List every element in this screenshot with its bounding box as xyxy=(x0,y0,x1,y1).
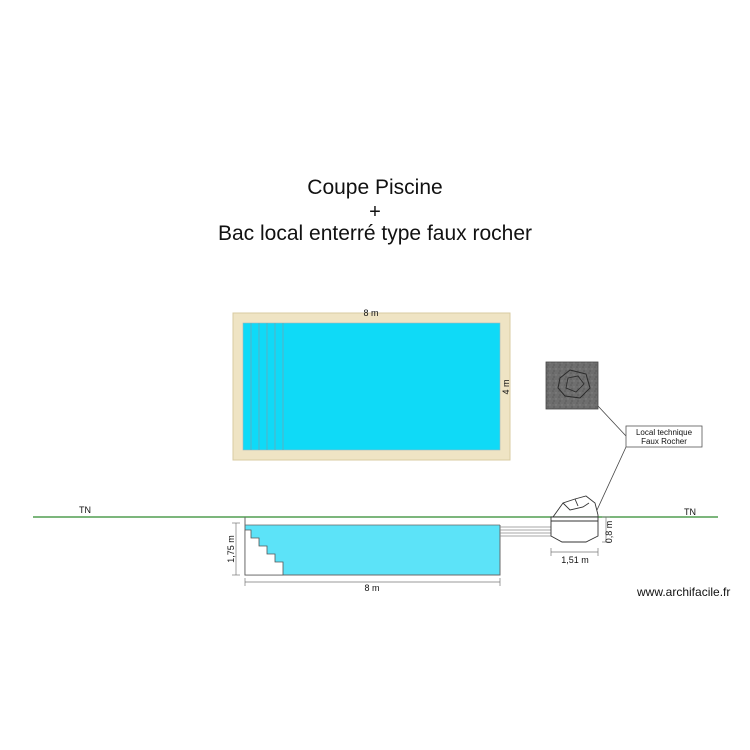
callout-line-2: Faux Rocher xyxy=(641,437,687,446)
room-width-label: 1,51 m xyxy=(561,555,589,565)
watermark: www.archifacile.fr xyxy=(637,585,731,599)
dimension-room-width xyxy=(550,548,599,556)
pool-section-water xyxy=(245,525,500,575)
title-plus: + xyxy=(369,201,381,223)
technical-room-callout: Local technique Faux Rocher xyxy=(625,425,703,448)
plan-width-label: 4 m xyxy=(501,379,511,394)
ground-label-left: TN xyxy=(79,505,91,515)
pool-water-plan xyxy=(242,322,501,451)
dimension-length xyxy=(244,578,501,586)
pool-plan-view: 8 m 4 m xyxy=(232,308,511,461)
section-length-label: 8 m xyxy=(364,583,379,593)
callout-line-1: Local technique xyxy=(636,428,693,437)
depth-label: 1,75 m xyxy=(226,535,236,563)
plan-length-label: 8 m xyxy=(363,308,378,318)
title-line-1: Coupe Piscine xyxy=(307,176,443,199)
title-line-2: Bac local enterré type faux rocher xyxy=(218,222,532,245)
ground-label-right: TN xyxy=(684,507,696,517)
dimension-depth xyxy=(232,522,240,576)
room-depth-label: 0,8 m xyxy=(604,521,614,544)
technical-room-section xyxy=(550,495,599,543)
pool-section-view xyxy=(244,517,501,576)
pool-steps-plan xyxy=(250,323,284,450)
dimension-room-depth xyxy=(602,516,610,543)
pool-section-steps xyxy=(244,529,284,576)
pipes xyxy=(500,526,552,537)
callout-leader-lines xyxy=(596,405,627,511)
rock-swatch xyxy=(545,361,599,410)
